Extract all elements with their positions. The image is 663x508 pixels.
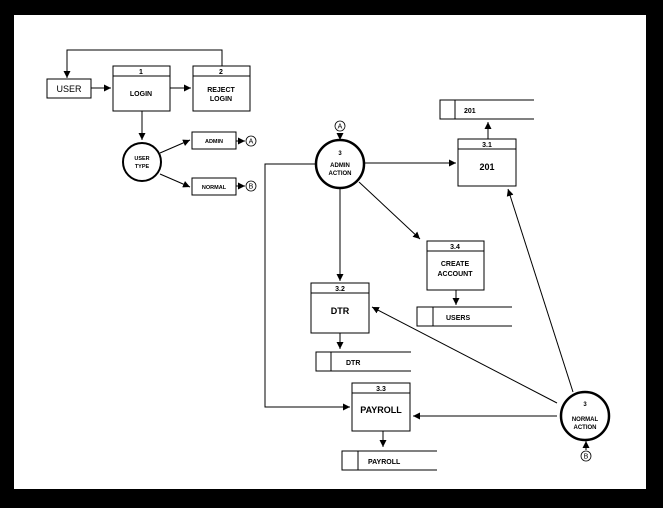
datastore-201: 201 — [439, 99, 534, 120]
admin-action-label-2: ACTION — [329, 171, 352, 177]
normal-action-label-2: ACTION — [574, 425, 597, 431]
flow-admin-action-to-create-account — [358, 181, 421, 240]
user-entity: USER — [46, 78, 92, 99]
process-create-account-label-1: CREATE — [441, 261, 470, 268]
process-payroll: 3.3 PAYROLL — [351, 382, 411, 432]
normal-action-node: 3 NORMAL ACTION — [559, 390, 611, 442]
datastore-payroll-label: PAYROLL — [368, 459, 401, 466]
connector-b-out: B — [245, 180, 257, 192]
flow-usertype-to-normal — [159, 173, 191, 188]
connector-a-in-label: A — [338, 124, 343, 131]
datastore-payroll: PAYROLL — [341, 450, 437, 471]
admin-action-number: 3 — [338, 151, 342, 157]
process-reject-label-2: LOGIN — [210, 96, 232, 103]
process-payroll-number: 3.3 — [376, 386, 386, 393]
normal-box: NORMAL — [191, 177, 237, 196]
datastore-201-label: 201 — [464, 108, 476, 115]
process-reject-number: 2 — [219, 69, 223, 76]
process-create-account-number: 3.4 — [450, 244, 460, 251]
process-dtr-number: 3.2 — [335, 286, 345, 293]
datastore-users-label: USERS — [446, 315, 470, 322]
normal-action-label-1: NORMAL — [572, 417, 599, 423]
normal-box-label: NORMAL — [202, 185, 227, 191]
admin-box: ADMIN — [191, 131, 237, 150]
flow-normal-action-to-dtr — [371, 306, 558, 404]
process-dtr: 3.2 DTR — [310, 282, 370, 334]
process-reject-label-1: REJECT — [207, 87, 235, 94]
flow-normal-action-to-201 — [506, 188, 574, 393]
flow-admin-action-to-payroll — [264, 163, 350, 411]
process-dtr-label: DTR — [331, 306, 350, 316]
user-type-label-2: TYPE — [135, 164, 150, 170]
process-login-label: LOGIN — [130, 91, 152, 98]
datastore-users: USERS — [416, 306, 512, 327]
datastore-dtr: DTR — [315, 351, 411, 372]
process-reject-login: 2 REJECT LOGIN — [192, 65, 251, 112]
process-login: 1 LOGIN — [112, 65, 171, 112]
datastore-dtr-label: DTR — [346, 360, 360, 367]
user-type-node: USER TYPE — [122, 142, 162, 182]
user-entity-label: USER — [56, 84, 82, 94]
connector-b-out-label: B — [249, 184, 254, 191]
connector-a-out-label: A — [249, 139, 254, 146]
admin-action-node: 3 ADMIN ACTION — [314, 138, 366, 190]
process-login-number: 1 — [139, 69, 143, 76]
process-201-number: 3.1 — [482, 142, 492, 149]
process-201-label: 201 — [479, 162, 494, 172]
flow-reject-back-to-user — [63, 49, 223, 78]
normal-action-number: 3 — [583, 402, 587, 408]
connector-b-in-label: B — [584, 454, 589, 461]
process-create-account-label-2: ACCOUNT — [438, 271, 474, 278]
connector-a-in: A — [334, 120, 346, 132]
process-201: 3.1 201 — [457, 138, 517, 187]
admin-box-label: ADMIN — [205, 139, 223, 145]
user-type-label-1: USER — [134, 156, 149, 162]
process-create-account: 3.4 CREATE ACCOUNT — [426, 240, 485, 291]
connector-b-in: B — [580, 450, 592, 462]
process-payroll-label: PAYROLL — [360, 405, 402, 415]
admin-action-label-1: ADMIN — [330, 163, 350, 169]
flow-usertype-to-admin — [159, 139, 191, 154]
connector-a-out: A — [245, 135, 257, 147]
